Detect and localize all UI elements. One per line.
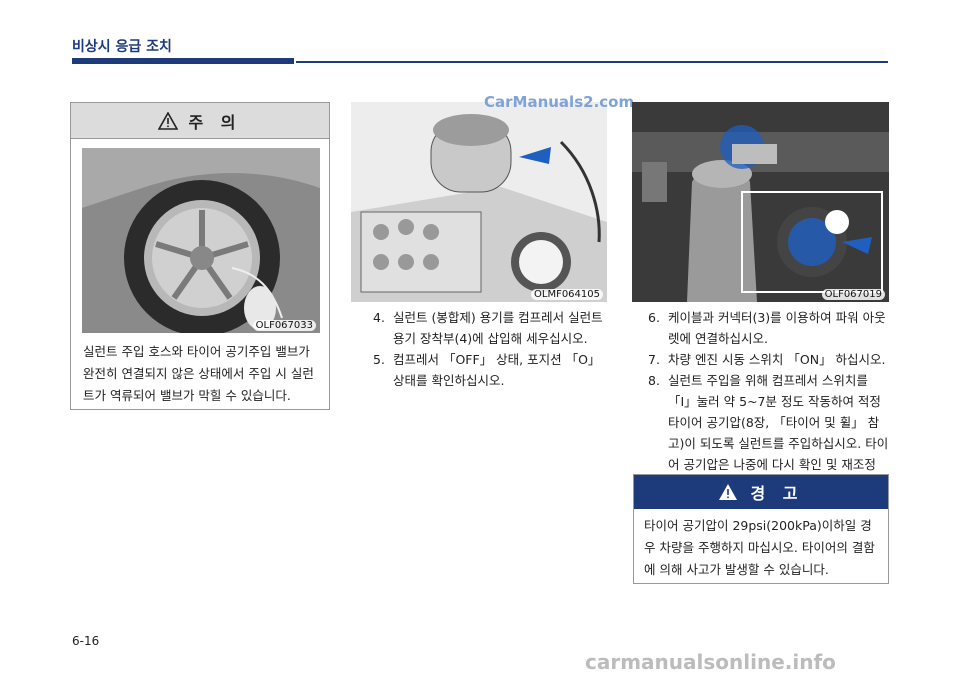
power-outlet-photo: OLF067019 — [632, 102, 889, 302]
warning-triangle-icon — [719, 484, 738, 500]
compressor-photo: OLMF064105 — [351, 102, 607, 302]
power-outlet-illustration — [632, 102, 889, 302]
caution-title: 주 의 — [188, 112, 242, 132]
header-rule-thin — [296, 61, 888, 63]
warning-text: 타이어 공기압이 29psi(200kPa)이하일 경우 차량을 주행하지 마십… — [644, 518, 875, 577]
image-code: OLMF064105 — [531, 289, 603, 300]
caution-text: 실런트 주입 호스와 타이어 공기주입 밸브가 완전히 연결되지 않은 상태에서… — [83, 344, 314, 403]
step-item: 4. 실런트 (봉합제) 용기를 컴프레서 실런트 용기 장착부(4)에 삽입해… — [373, 310, 603, 346]
image-code: OLF067019 — [821, 289, 885, 300]
middle-steps: 4. 실런트 (봉합제) 용기를 컴프레서 실런트 용기 장착부(4)에 삽입해… — [373, 307, 615, 391]
warning-box: 경 고 타이어 공기압이 29psi(200kPa)이하일 경우 차량을 주행하… — [633, 474, 889, 584]
right-steps: 6. 케이블과 커넥터(3)를 이용하여 파워 아웃렛에 연결하십시오. 7. … — [648, 307, 890, 496]
step-item: 6. 케이블과 커넥터(3)를 이용하여 파워 아웃렛에 연결하십시오. — [648, 310, 886, 346]
compressor-illustration — [351, 102, 607, 302]
page-number: 6-16 — [72, 634, 100, 648]
header-rule-thick — [72, 58, 294, 64]
step-item: 7. 차량 엔진 시동 스위치 「ON」 하십시오. — [648, 352, 886, 367]
watermark: CarManuals2.com — [484, 93, 635, 111]
caution-header: 주 의 — [71, 103, 329, 139]
image-code: OLF067033 — [252, 320, 316, 331]
section-title: 비상시 응급 조치 — [72, 39, 172, 55]
caution-box: 주 의 OLF067033 실런트 주입 호스와 타이어 공기주입 밸브가 완전… — [70, 102, 330, 410]
tire-photo: OLF067033 — [82, 148, 320, 333]
warning-header: 경 고 — [634, 475, 888, 509]
step-item: 8. 실런트 주입을 위해 컴프레서 스위치를 「I」눌러 약 5~7분 정도 … — [648, 373, 889, 493]
footer-site: carmanualsonline.info — [585, 650, 836, 674]
warning-triangle-icon — [158, 111, 179, 130]
tire-illustration — [82, 148, 320, 333]
step-item: 5. 컴프레서 「OFF」 상태, 포지션 「O」 상태를 확인하십시오. — [373, 352, 601, 388]
warning-title: 경 고 — [750, 484, 804, 503]
